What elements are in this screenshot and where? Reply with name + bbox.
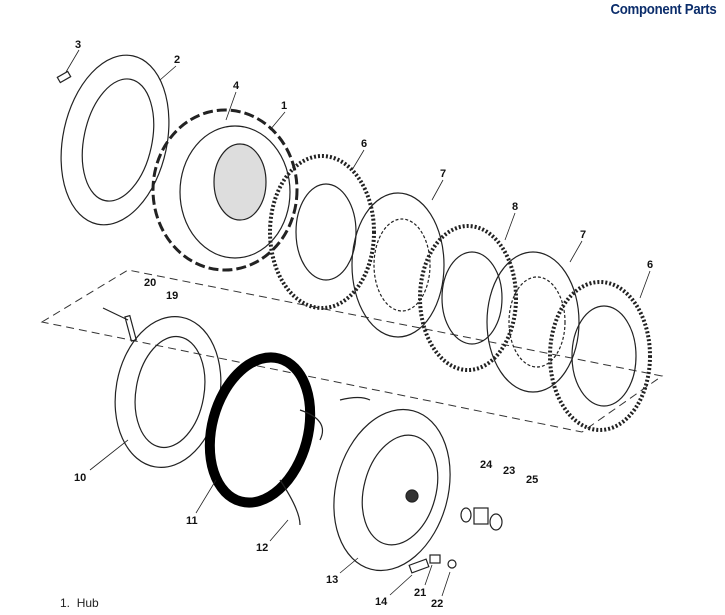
callout-24: 24 [480,459,493,471]
legend-name: Hub [76,596,99,610]
hub-1 [151,108,299,272]
piston-13 [333,408,451,572]
fittings-23-24-25 [460,507,503,531]
disc-6b [548,280,652,432]
callout-25: 25 [526,474,538,486]
callout-13: 13 [326,574,338,586]
callout-4: 4 [233,80,240,92]
legend-number: 1. [60,596,71,610]
callout-6: 6 [361,138,367,150]
page-title: Component Parts [610,1,717,18]
callout-21: 21 [414,587,426,599]
callout-7: 7 [440,168,446,180]
bolt-3 [56,70,72,84]
assembly-dashed-outline [40,269,664,433]
spring-12 [279,396,371,526]
callout-14: 14 [375,596,388,608]
callout-1: 1 [281,100,287,112]
callout-20: 20 [144,277,156,289]
callout-8: 8 [512,201,518,213]
plate-2 [60,54,170,226]
callout-10: 10 [74,472,86,484]
callout-12: 12 [256,542,268,554]
callout-22: 22 [431,598,443,610]
callout-11: 11 [186,515,198,527]
callout-6b: 6 [647,259,653,271]
callout-2: 2 [174,54,180,66]
disc-6 [268,154,376,310]
parts-legend: 1. Hub [60,596,99,610]
disc-7b [486,251,580,393]
disc-7 [351,192,445,338]
screws-14-21-22 [408,554,457,574]
pins-19-20 [102,307,137,342]
callout-23: 23 [503,465,515,477]
disc-8 [418,224,518,372]
callout-19: 19 [166,290,178,302]
callout-3: 3 [75,39,81,51]
seal-ring-11 [204,352,316,508]
callout-7b: 7 [580,229,586,241]
